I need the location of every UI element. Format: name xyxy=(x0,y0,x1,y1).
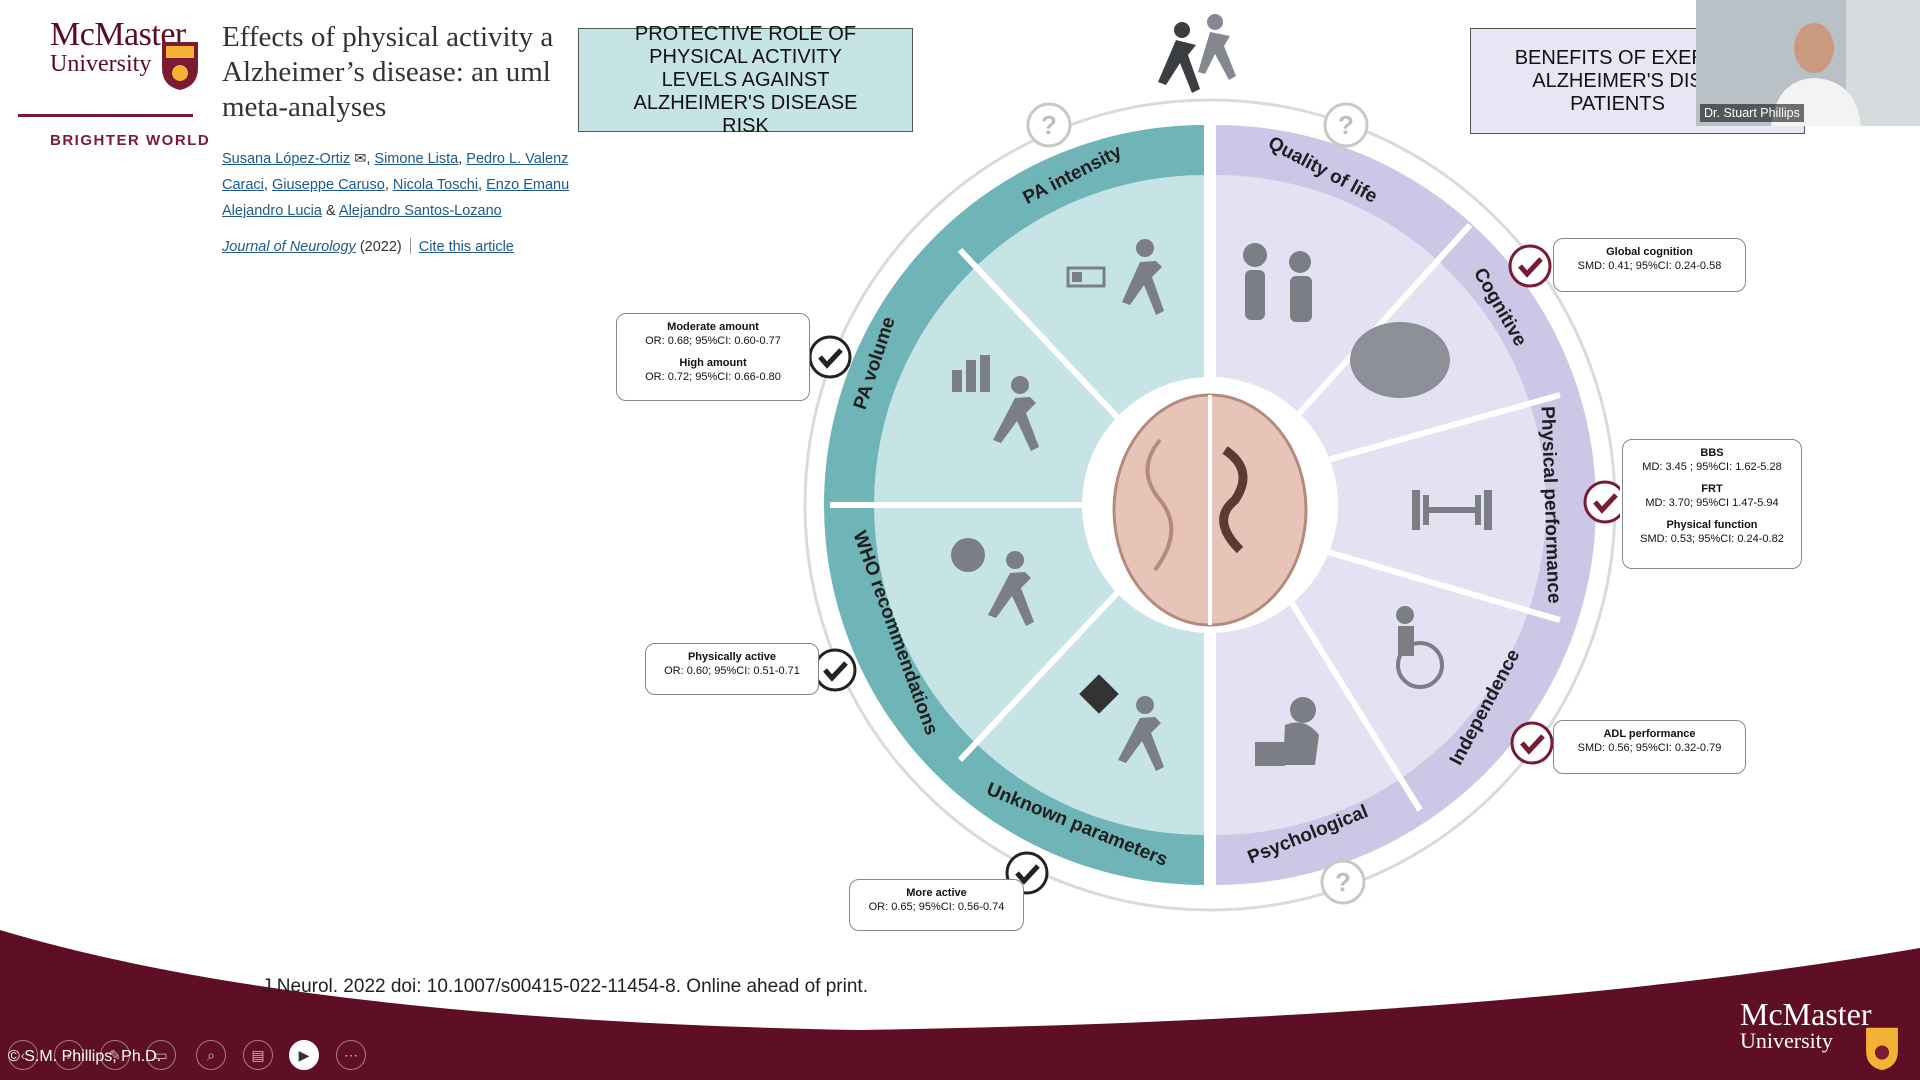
webcam-tile[interactable]: Dr. Stuart Phillips xyxy=(1696,0,1920,126)
callout-title: ADL performance xyxy=(1603,728,1696,740)
email-icon[interactable]: ✉ xyxy=(354,151,367,167)
callout-value: OR: 0.68; 95%CI: 0.60-0.77 xyxy=(645,335,781,347)
brain-side-icon xyxy=(1350,322,1450,398)
bar-chart-icon xyxy=(952,355,990,392)
check-icon xyxy=(1583,480,1620,524)
runner-icon xyxy=(1122,239,1164,315)
footer-band xyxy=(0,930,1920,1080)
distressed-person-icon xyxy=(1255,697,1319,766)
callout-title: FRT xyxy=(1701,483,1723,495)
crest-icon xyxy=(1866,1027,1898,1071)
journal-link[interactable]: Journal of Neurology xyxy=(222,239,356,255)
running-couple-icon xyxy=(1158,14,1236,93)
svg-text:?: ? xyxy=(1338,110,1354,140)
callout-physical: BBS MD: 3.45 ; 95%CI: 1.62-5.28 FRT MD: … xyxy=(1622,439,1802,569)
callout-pa-volume: Moderate amount OR: 0.68; 95%CI: 0.60-0.… xyxy=(616,313,810,401)
check-icon xyxy=(1508,244,1552,288)
article-title: Effects of physical activity a Alzheimer… xyxy=(222,21,554,123)
callout-title: Moderate amount xyxy=(667,321,759,333)
author-link[interactable]: Alejandro Santos-Lozano xyxy=(338,203,502,219)
question-circle-icon: ? xyxy=(1026,102,1072,148)
brand-tagline: BRIGHTER WORLD xyxy=(50,132,211,149)
zoom-icon[interactable]: ⌕ xyxy=(196,1040,226,1070)
globe-icon xyxy=(951,538,985,572)
callout-title: BBS xyxy=(1700,447,1724,459)
protective-role-box: PROTECTIVE ROLE OF PHYSICAL ACTIVITY LEV… xyxy=(578,23,913,137)
subtitles-button[interactable]: ▤ xyxy=(243,1040,273,1070)
callout-value: OR: 0.72; 95%CI: 0.66-0.80 xyxy=(645,371,781,383)
battery-icon xyxy=(1066,266,1106,288)
callout-value: SMD: 0.56; 95%CI: 0.32-0.79 xyxy=(1577,742,1722,754)
dumbbell-icon xyxy=(1412,490,1492,530)
callout-independence: ADL performance SMD: 0.56; 95%CI: 0.32-0… xyxy=(1553,720,1746,774)
callout-title: High amount xyxy=(679,357,747,369)
cite-link[interactable]: Cite this article xyxy=(418,239,514,255)
camera-toggle-button[interactable]: ▶ xyxy=(289,1040,319,1070)
callout-title: Physical function xyxy=(1666,519,1758,531)
journal-year: (2022) xyxy=(359,239,402,255)
author-link[interactable]: Susana López-Ortiz xyxy=(222,151,351,167)
pa-wheel-diagram: PA intensity PA volume WHO recommendatio… xyxy=(803,14,1620,912)
svg-text:?: ? xyxy=(1335,867,1351,897)
brand-rule xyxy=(18,114,193,117)
question-circle-icon: ? xyxy=(1323,102,1369,148)
callout-title: Global cognition xyxy=(1606,246,1693,258)
doi-citation: J Neurol. 2022 doi: 10.1007/s00415-022-1… xyxy=(262,976,868,997)
author-link[interactable]: Caraci xyxy=(222,177,264,193)
runner-icon xyxy=(988,551,1034,626)
author-link[interactable]: Nicola Toschi xyxy=(392,177,479,193)
question-diamond-icon xyxy=(1079,674,1119,714)
highlighter-button[interactable]: ▭ xyxy=(146,1040,176,1070)
journal-line: Journal of Neurology (2022) Cite this art… xyxy=(222,238,514,255)
separator xyxy=(409,238,411,254)
callout-value: OR: 0.65; 95%CI: 0.56-0.74 xyxy=(868,901,1005,913)
presenter-name: Dr. Stuart Phillips xyxy=(1700,104,1804,122)
check-icon xyxy=(808,335,852,379)
callout-unknown: More active OR: 0.65; 95%CI: 0.56-0.74 xyxy=(849,879,1024,931)
author-link[interactable]: Enzo Emanu xyxy=(486,177,570,193)
crest-icon xyxy=(162,42,198,90)
callout-value: MD: 3.45 ; 95%CI: 1.62-5.28 xyxy=(1642,461,1782,473)
callout-value: OR: 0.60; 95%CI: 0.51-0.71 xyxy=(664,665,800,677)
callout-title: More active xyxy=(906,887,967,899)
callout-title: Physically active xyxy=(687,651,777,663)
callout-value: SMD: 0.41; 95%CI: 0.24-0.58 xyxy=(1577,260,1722,272)
callout-cognitive: Global cognition SMD: 0.41; 95%CI: 0.24-… xyxy=(1553,238,1746,292)
more-options-button[interactable]: ⋯ xyxy=(336,1040,366,1070)
next-slide-button[interactable]: › xyxy=(54,1040,84,1070)
callout-who: Physically active OR: 0.60; 95%CI: 0.51-… xyxy=(645,643,819,695)
footer-logo-subword: University xyxy=(1740,1028,1833,1053)
runner-icon xyxy=(993,376,1039,451)
protective-role-text: PROTECTIVE ROLE OF PHYSICAL ACTIVITY LEV… xyxy=(633,22,858,137)
footer-logo-wordmark: McMaster xyxy=(1740,996,1872,1032)
svg-text:?: ? xyxy=(1041,110,1057,140)
callout-value: MD: 3.70; 95%CI 1.47-5.94 xyxy=(1645,497,1779,509)
author-link[interactable]: Giuseppe Caruso xyxy=(271,177,385,193)
callout-value: SMD: 0.53; 95%CI: 0.24-0.82 xyxy=(1640,533,1784,545)
author-link[interactable]: Simone Lista xyxy=(374,151,459,167)
footer-logo: McMaster University xyxy=(1740,998,1900,1074)
elderly-couple-icon xyxy=(1243,243,1312,322)
author-link[interactable]: Pedro L. Valenz xyxy=(466,151,569,167)
author-link[interactable]: Alejandro Lucia xyxy=(222,203,322,219)
check-icon xyxy=(813,648,857,692)
mcmaster-logo: McMaster University xyxy=(50,18,200,98)
pen-tool-button[interactable]: ✎ xyxy=(100,1040,130,1070)
logo-subword: University xyxy=(50,51,152,77)
check-icon xyxy=(1510,721,1554,765)
wheelchair-icon xyxy=(1396,606,1444,689)
runner-icon xyxy=(1118,696,1164,771)
prev-slide-button[interactable]: ‹ xyxy=(8,1040,38,1070)
right-inner-area xyxy=(1216,175,1546,835)
author-list: Susana López-Ortiz ✉, Simone Lista, Pedr… xyxy=(222,151,570,219)
benefits-text: BENEFITS OF EXERC ALZHEIMER'S DIS PATIEN… xyxy=(1514,46,1721,115)
question-circle-icon: ? xyxy=(1320,859,1366,905)
